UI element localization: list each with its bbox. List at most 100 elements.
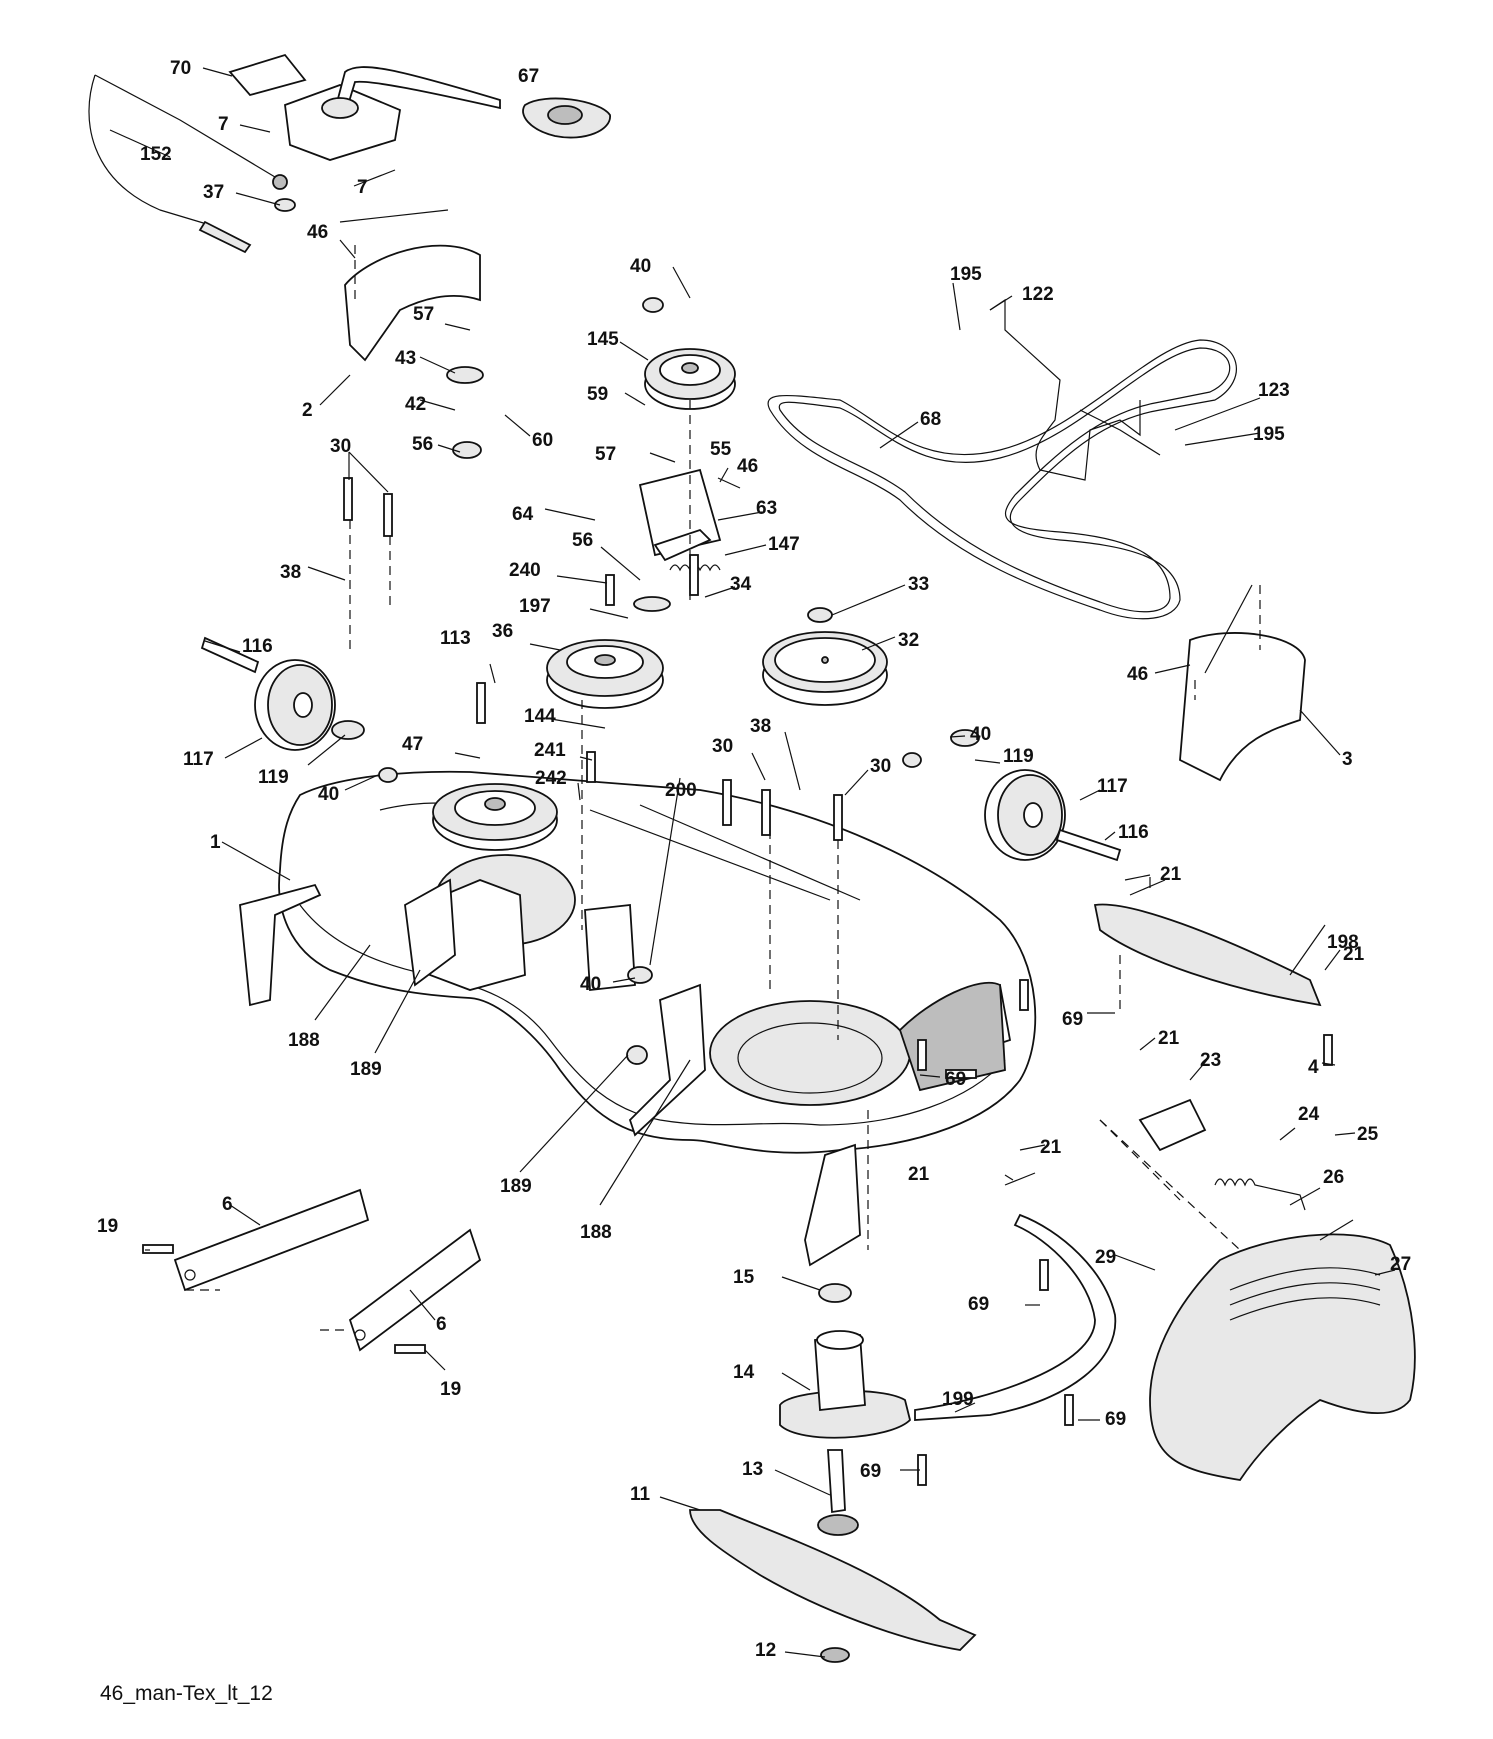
callout-33: 33 <box>908 574 929 595</box>
callout-40a: 40 <box>630 256 651 277</box>
spindle-housing <box>779 1330 911 1439</box>
shield-left <box>344 244 481 362</box>
callout-188a: 188 <box>288 1030 320 1051</box>
callout-117a: 117 <box>183 749 214 770</box>
callout-199: 199 <box>942 1389 974 1410</box>
pulley-32 <box>762 631 888 706</box>
wheel-left <box>200 636 336 751</box>
callout-46c: 46 <box>1127 664 1148 685</box>
callout-32: 32 <box>898 630 919 651</box>
callout-11: 11 <box>630 1484 651 1505</box>
callout-198: 198 <box>1327 932 1359 953</box>
shield-right <box>1179 632 1306 782</box>
callout-68: 68 <box>920 409 941 430</box>
callout-57a: 57 <box>413 304 434 325</box>
blade-bolt <box>820 1647 850 1663</box>
callout-63: 63 <box>756 498 777 519</box>
callout-116b: 116 <box>1118 822 1149 843</box>
callout-69a: 69 <box>1062 1009 1083 1030</box>
callout-56b: 56 <box>572 530 593 551</box>
callout-26: 26 <box>1323 1167 1344 1188</box>
wheel-right <box>984 769 1122 862</box>
callout-123: 123 <box>1258 380 1290 401</box>
callout-147: 147 <box>768 534 800 555</box>
callout-60: 60 <box>532 430 553 451</box>
lift-bracket <box>228 53 501 161</box>
callout-21e: 21 <box>908 1164 930 1185</box>
callout-67: 67 <box>518 66 539 87</box>
callout-69d: 69 <box>1105 1409 1126 1430</box>
callout-2: 2 <box>302 400 313 421</box>
callout-6b: 6 <box>436 1314 447 1335</box>
callout-30c: 30 <box>870 756 891 777</box>
lift-knob <box>522 97 611 139</box>
callout-4: 4 <box>1308 1057 1319 1078</box>
belt-guide <box>989 298 1161 481</box>
callout-200: 200 <box>665 780 697 801</box>
callout-56a: 56 <box>412 434 433 455</box>
mower-blade <box>689 1509 977 1651</box>
callout-46b: 46 <box>737 456 758 477</box>
arm-upper <box>173 1188 370 1292</box>
callout-12: 12 <box>755 1640 776 1661</box>
callout-27: 27 <box>1390 1254 1411 1275</box>
callout-189a: 189 <box>350 1059 382 1080</box>
callout-30b: 30 <box>712 736 733 757</box>
callout-122: 122 <box>1022 284 1054 305</box>
callout-36: 36 <box>492 621 513 642</box>
callout-37: 37 <box>203 182 224 203</box>
callout-29: 29 <box>1095 1247 1116 1268</box>
callout-43: 43 <box>395 348 416 369</box>
callout-119b: 119 <box>1003 746 1034 767</box>
callout-7b: 7 <box>357 177 368 198</box>
callout-7a: 7 <box>218 114 229 135</box>
callout-14: 14 <box>733 1362 755 1383</box>
callout-30a: 30 <box>330 436 351 457</box>
callout-59: 59 <box>587 384 608 405</box>
callout-55: 55 <box>710 439 732 460</box>
mower-deck <box>239 770 1037 1267</box>
spindle-shaft <box>817 1449 859 1536</box>
callout-70: 70 <box>170 58 191 79</box>
callout-240: 240 <box>509 560 541 581</box>
callout-21d: 21 <box>1040 1137 1062 1158</box>
callout-195a: 195 <box>950 264 982 285</box>
idler-arm <box>638 468 722 562</box>
callout-15: 15 <box>733 1267 755 1288</box>
leader-lines <box>109 67 1396 1658</box>
callout-69c: 69 <box>968 1294 989 1315</box>
callout-242: 242 <box>535 768 567 789</box>
callout-113: 113 <box>440 628 471 649</box>
diagram-caption: 46_man-Tex_lt_12 <box>100 1682 273 1705</box>
callout-40b: 40 <box>318 784 339 805</box>
callout-40c: 40 <box>580 974 601 995</box>
callout-38b: 38 <box>750 716 771 737</box>
callout-3: 3 <box>1342 749 1353 770</box>
callout-57b: 57 <box>595 444 616 465</box>
callout-69e: 69 <box>860 1461 881 1482</box>
pulley-36 <box>546 639 664 709</box>
callout-117b: 117 <box>1097 776 1128 797</box>
assembly-lines <box>185 245 1261 1331</box>
callout-23: 23 <box>1200 1050 1221 1071</box>
callout-21b: 21 <box>1343 944 1365 965</box>
callout-119a: 119 <box>258 767 289 788</box>
callout-42: 42 <box>405 394 426 415</box>
callout-69b: 69 <box>945 1069 966 1090</box>
callout-25: 25 <box>1357 1124 1379 1145</box>
callout-116a: 116 <box>242 636 273 657</box>
callout-152: 152 <box>140 144 172 165</box>
callout-19a: 19 <box>97 1216 118 1237</box>
callout-241: 241 <box>534 740 566 761</box>
callout-19b: 19 <box>440 1379 461 1400</box>
baffle-199 <box>914 1213 1117 1421</box>
idler-pulley-145 <box>644 348 736 410</box>
hardware <box>142 198 1333 1486</box>
callout-197: 197 <box>519 596 551 617</box>
callout-6a: 6 <box>222 1194 233 1215</box>
callout-188b: 188 <box>580 1222 612 1243</box>
arm-lower <box>348 1228 482 1352</box>
control-cable <box>88 74 288 254</box>
callout-47: 47 <box>402 734 423 755</box>
